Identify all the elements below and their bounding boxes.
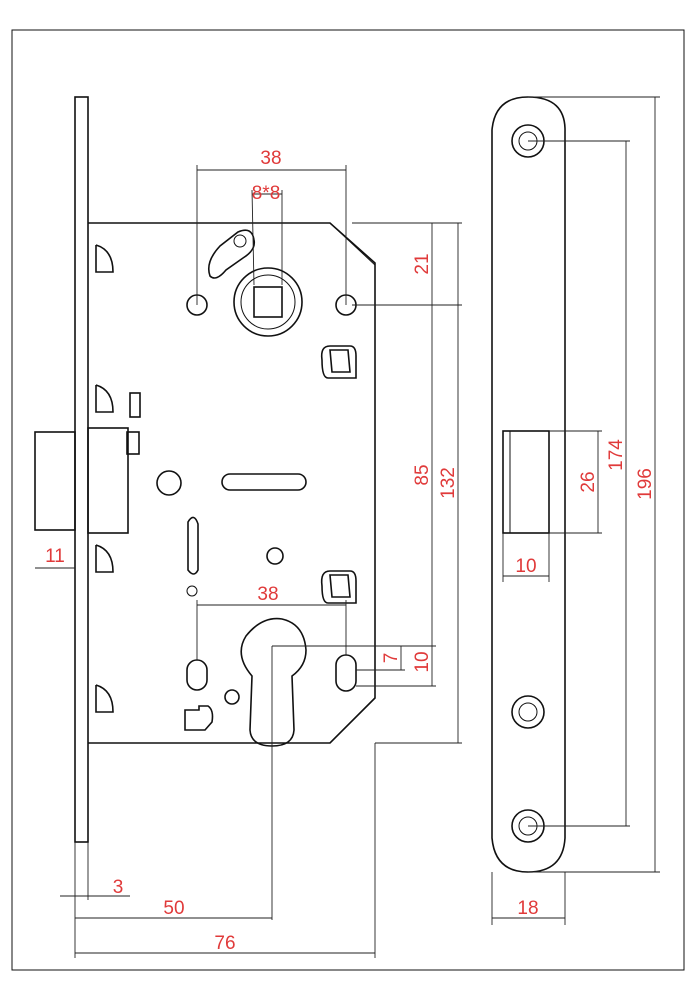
hub-cam: [207, 229, 256, 279]
euro-cylinder-cutout: [240, 617, 307, 747]
small-hole-lower: [224, 689, 240, 705]
latch-stop-upper: [126, 431, 140, 455]
dim-case-height: 132: [438, 467, 459, 499]
dim-backset-to-cylinder: 85: [412, 464, 433, 485]
dim-top-offset: 21: [412, 253, 433, 274]
case-bottom-chamfer: [329, 697, 376, 744]
latch-housing: [87, 427, 129, 534]
dim-strike-screw-spacing: 174: [606, 439, 627, 471]
dim-faceplate-thickness: 3: [113, 877, 124, 898]
dim-strike-width: 18: [517, 898, 538, 919]
dim-spindle-spacing: 38: [260, 148, 281, 169]
screw-hole-center-left: [156, 470, 182, 496]
hub-cam-hole: [233, 234, 247, 248]
cylinder-screw-slot: [335, 654, 357, 692]
dim-strike-latch-width: 10: [515, 556, 536, 577]
dim-spindle-square: 8*8: [252, 183, 281, 204]
spindle-hub-outer: [233, 267, 303, 337]
slot-lower-left-2: [186, 659, 208, 691]
stop-block: [184, 705, 214, 731]
guide-bracket-upper: [320, 345, 357, 379]
drawing-frame: [11, 29, 685, 971]
slot-lower-left: [187, 516, 199, 575]
dim-cylinder-offset-b: 10: [412, 651, 433, 672]
strike-plate: [491, 96, 566, 873]
dim-latch-projection: 11: [45, 546, 65, 567]
dim-case-depth: 76: [214, 933, 235, 954]
mounting-tabs: [95, 244, 114, 713]
slot-center: [221, 473, 307, 491]
dim-strike-length: 196: [635, 468, 656, 500]
dim-cylinder-offset-a: 7: [381, 653, 402, 664]
case-top-chamfer: [329, 222, 376, 266]
strike-screw-middle-inner: [518, 702, 538, 722]
guide-bracket-lower: [320, 570, 357, 604]
strike-latch-opening: [502, 430, 550, 534]
dim-strike-latch-height: 26: [578, 471, 599, 492]
pin-hole: [186, 585, 198, 597]
small-hole-center: [266, 547, 284, 565]
faceplate: [74, 96, 89, 843]
strike-screw-middle: [511, 695, 545, 729]
spindle-hub-inner: [240, 274, 296, 330]
lock-case-body: [88, 222, 376, 744]
latch-stop-lower: [129, 392, 141, 418]
spindle-square: [253, 286, 283, 318]
latch-bolt: [34, 431, 76, 531]
dimension-lines: [35, 96, 660, 958]
dim-backset: 50: [163, 898, 184, 919]
dim-cylinder-spacing: 38: [257, 584, 278, 605]
